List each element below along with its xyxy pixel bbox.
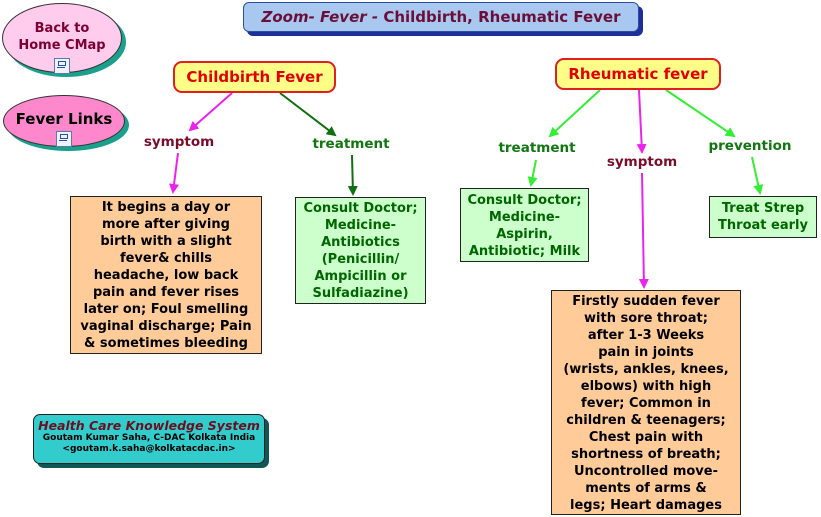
title-rest: Childbirth, Rheumatic Fever: [378, 8, 621, 26]
cmap-icon[interactable]: [54, 57, 70, 74]
text-line: Ampicillin or: [314, 269, 407, 284]
text-line: later on; Foul smelling: [83, 302, 249, 317]
cmap-icon[interactable]: [56, 130, 72, 147]
text-line: after 1-3 Weeks: [587, 328, 705, 343]
text-line: pain and fever rises: [92, 285, 240, 300]
text-line: Antibiotics: [321, 235, 400, 250]
page-title: Zoom- Fever - Childbirth, Rheumatic Feve…: [243, 2, 639, 32]
rheumatic-prevention-box: Treat Strep Throat early: [709, 196, 817, 238]
text-line: (Penicillin/: [321, 252, 400, 267]
text-line: & sometimes bleeding: [84, 336, 248, 351]
text-line: Sulfadiazine): [312, 286, 409, 301]
back-to-home-link[interactable]: Back to Home CMap: [2, 3, 122, 74]
link-treatment-childbirth-box: [347, 154, 358, 196]
text-line: Aspirin,: [496, 227, 553, 242]
credit-box: Health Care Knowledge System Goutam Kuma…: [33, 414, 265, 464]
text-line: Uncontrolled move-: [574, 464, 718, 479]
text-line: vaginal discharge; Pain: [80, 319, 252, 334]
childbirth-fever-label: Childbirth Fever: [186, 68, 323, 86]
text-line: pain in joints: [598, 345, 694, 360]
text-line: (wrists, ankles, knees,: [563, 362, 729, 377]
rheumatic-symptom-label: symptom: [606, 154, 678, 170]
credit-email: <goutam.k.saha@kolkatacdac.in>: [62, 444, 236, 454]
text-line: birth with a slight: [100, 234, 232, 249]
text-line: Throat early: [718, 218, 808, 233]
title-zoom: Zoom- Fever -: [261, 8, 379, 26]
text-line: children & teenagers;: [566, 413, 726, 428]
text-line: Treat Strep: [721, 201, 805, 216]
link-symptom-rheumatic-box: [638, 172, 649, 289]
credit-title: Health Care Knowledge System: [38, 418, 260, 433]
text-line: with sore throat;: [584, 311, 708, 326]
childbirth-fever-node[interactable]: Childbirth Fever: [173, 61, 336, 93]
text-line: shortness of breath;: [571, 447, 721, 462]
childbirth-treatment-label: treatment: [312, 136, 390, 152]
fever-links-link[interactable]: Fever Links: [3, 95, 125, 147]
link-rheumatic-treatment: [548, 89, 601, 138]
rheumatic-fever-label: Rheumatic fever: [568, 65, 708, 83]
childbirth-symptom-box: It begins a day or more after giving bir…: [70, 196, 262, 354]
rheumatic-treatment-box: Consult Doctor; Medicine- Aspirin, Antib…: [460, 188, 589, 262]
link-prevention-box: [751, 156, 764, 195]
link-treatment-rheumatic-box: [527, 159, 538, 187]
fever-links-label: Fever Links: [15, 110, 113, 128]
link-symptom-childbirth-box: [169, 152, 179, 194]
rheumatic-treatment-label: treatment: [498, 140, 576, 156]
text-line: ments of arms &: [585, 481, 707, 496]
childbirth-treatment-box: Consult Doctor; Medicine- Antibiotics (P…: [295, 197, 426, 304]
rheumatic-fever-node[interactable]: Rheumatic fever: [555, 58, 721, 90]
text-line: fever; Common in: [581, 396, 711, 411]
home-line1: Back to: [34, 21, 90, 36]
text-line: headache, low back: [93, 268, 239, 283]
text-line: fever& chills: [119, 251, 213, 266]
text-line: Medicine-: [488, 210, 561, 225]
childbirth-symptom-label: symptom: [143, 134, 215, 150]
text-line: Chest pain with: [588, 430, 704, 445]
link-childbirth-treatment: [279, 92, 337, 137]
text-line: more after giving: [102, 217, 230, 232]
text-line: Medicine-: [324, 218, 397, 233]
credit-author: Goutam Kumar Saha, C-DAC Kolkata India: [42, 433, 256, 443]
text-line: Consult Doctor;: [303, 201, 418, 216]
text-line: elbows) with high: [580, 379, 712, 394]
text-line: Firstly sudden fever: [572, 294, 720, 309]
home-line2: Home CMap: [18, 38, 106, 53]
rheumatic-prevention-label: prevention: [708, 138, 792, 154]
text-line: It begins a day or: [101, 200, 231, 215]
rheumatic-symptom-box: Firstly sudden fever with sore throat; a…: [551, 290, 741, 515]
text-line: Antibiotic; Milk: [468, 244, 581, 259]
link-rheumatic-prevention: [665, 89, 736, 138]
text-line: Consult Doctor;: [467, 193, 582, 208]
link-rheumatic-symptom: [636, 89, 647, 154]
text-line: legs; Heart damages: [570, 498, 722, 513]
link-childbirth-symptom: [188, 92, 233, 132]
